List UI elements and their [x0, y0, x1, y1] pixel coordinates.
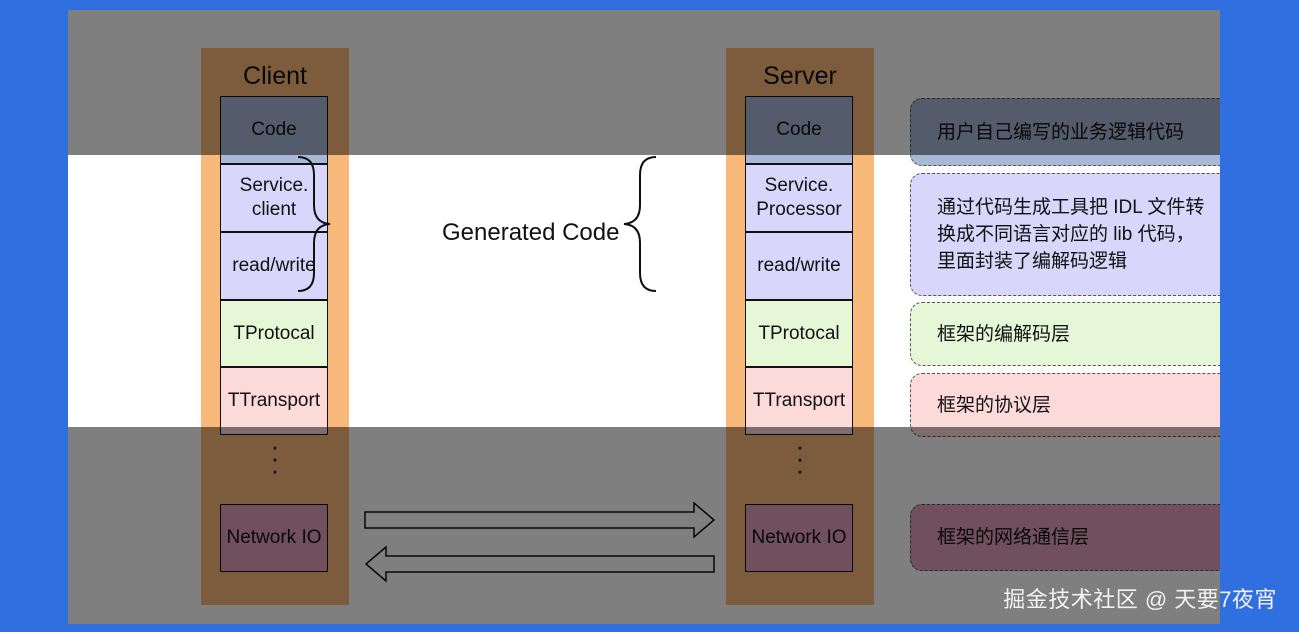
desc-protocol-layer: 框架的编解码层 — [910, 302, 1220, 366]
server-service-block: Service. Processor — [745, 164, 853, 232]
client-column: Client Code Service. client read/write T… — [201, 48, 349, 605]
client-ellipsis: · · · — [270, 431, 280, 485]
client-readwrite-block: read/write — [220, 232, 328, 300]
desc-network-layer: 框架的网络通信层 — [910, 504, 1220, 571]
desc-transport-layer: 框架的协议层 — [910, 373, 1220, 437]
desc-generated-code: 通过代码生成工具把 IDL 文件转换成不同语言对应的 lib 代码，里面封装了编… — [910, 173, 1220, 296]
server-code-block: Code — [745, 96, 853, 164]
client-ttransport-block: TTransport — [220, 367, 328, 435]
arrow-left — [364, 545, 715, 583]
server-ttransport-block: TTransport — [745, 367, 853, 435]
client-network-io-block: Network IO — [220, 504, 328, 572]
client-title: Client — [243, 62, 307, 90]
left-curly-brace — [297, 156, 331, 292]
client-service-block: Service. client — [220, 164, 328, 232]
diagram-canvas: Client Code Service. client read/write T… — [68, 10, 1220, 624]
server-network-io-block: Network IO — [745, 504, 853, 572]
server-column: Server Code Service. Processor read/writ… — [726, 48, 874, 605]
client-tprotocol-block: TProtocal — [220, 300, 328, 367]
server-tprotocol-block: TProtocal — [745, 300, 853, 367]
client-code-block: Code — [220, 96, 328, 164]
arrow-right — [364, 502, 716, 539]
network-arrows — [364, 502, 716, 583]
generated-code-label: Generated Code — [442, 219, 620, 246]
watermark: 掘金技术社区 @ 天要7夜宵 — [1003, 587, 1277, 612]
server-ellipsis: · · · — [795, 431, 805, 485]
server-title: Server — [763, 62, 837, 90]
right-curly-brace — [623, 156, 657, 292]
server-readwrite-block: read/write — [745, 232, 853, 300]
desc-user-code: 用户自己编写的业务逻辑代码 — [910, 98, 1220, 166]
